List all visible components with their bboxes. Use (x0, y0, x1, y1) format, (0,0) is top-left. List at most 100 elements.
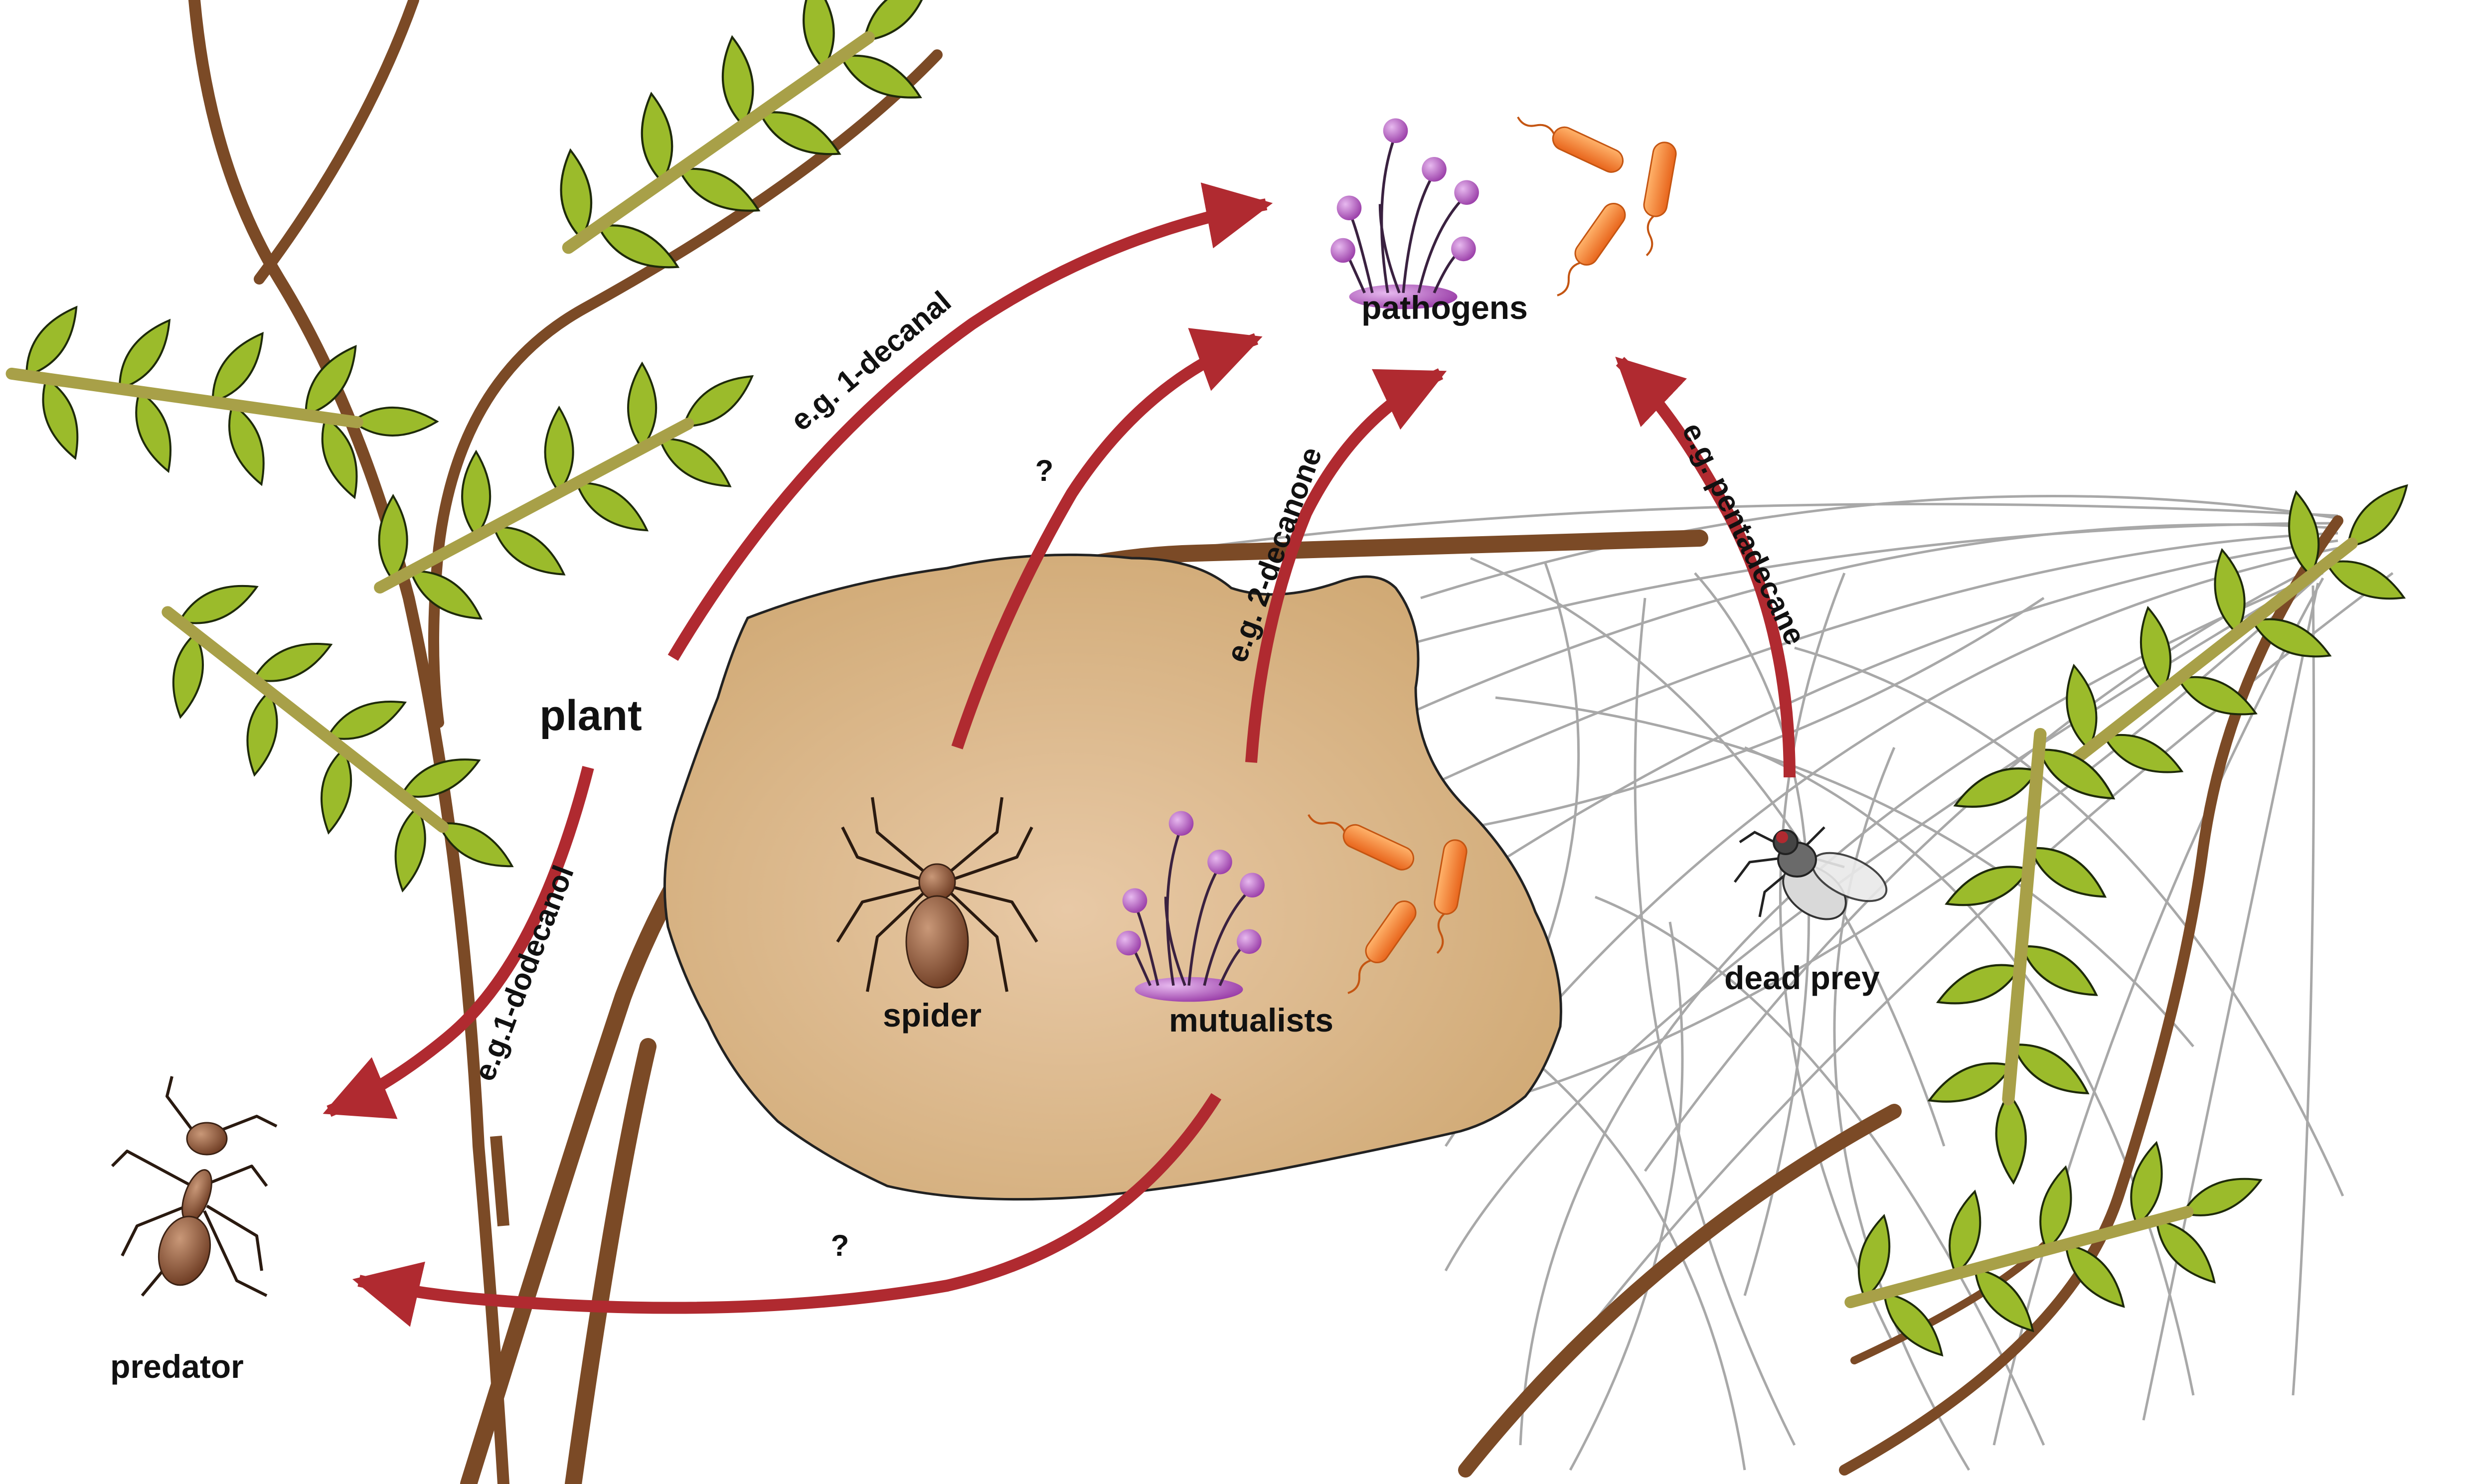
leaf (2130, 1141, 2163, 1227)
leaf (2251, 618, 2332, 658)
leaf (863, 0, 931, 42)
leaf (1936, 964, 2022, 1005)
leaf (682, 375, 754, 428)
fungus-mutualist-icon (1116, 811, 1265, 1002)
arrow-plant-to-pathogens (667, 182, 1273, 661)
spider-label: spider (883, 997, 982, 1034)
leaf (228, 403, 265, 486)
leaf-stem (162, 606, 449, 833)
leaf (400, 758, 481, 798)
leaf (2020, 945, 2098, 996)
leaf (2037, 748, 2116, 800)
fungus-pathogen-icon (1330, 118, 1479, 309)
leaf (321, 747, 352, 835)
leaf (2066, 663, 2098, 751)
leaf (721, 35, 754, 128)
leaf (394, 805, 426, 892)
leaf (803, 0, 835, 71)
leaf (2176, 676, 2258, 716)
leaf (321, 416, 358, 499)
leaf-stem (5, 367, 363, 429)
leaf (1974, 1267, 2034, 1333)
leaf (1945, 866, 2030, 906)
leaf (2214, 548, 2246, 635)
arrow-crossing-gaps (490, 1136, 509, 1226)
leaf (350, 406, 439, 437)
leaf (2103, 734, 2184, 773)
leaf (437, 822, 514, 868)
leaf (1927, 1062, 2013, 1103)
leaf (658, 438, 732, 487)
leaf (461, 449, 492, 538)
leaf (25, 305, 78, 377)
leaf-stem (2002, 728, 2047, 1106)
leaf (2028, 847, 2107, 898)
leaf (252, 642, 333, 682)
bacteria-mutualist-icon (1308, 814, 1468, 994)
leaf-sprig (2066, 484, 2408, 773)
leaf (211, 331, 264, 404)
mutualists-label: mutualists (1169, 1002, 1333, 1039)
plant-label: plant (539, 692, 642, 740)
silk-retreat (663, 553, 1562, 1201)
leaf (305, 345, 357, 417)
edge-label-plant-to-predator: e.g.1-dodecanol (468, 861, 580, 1085)
leaf (326, 701, 407, 740)
leaf (2039, 1165, 2072, 1252)
leaf (2011, 1043, 2090, 1095)
leaf (2140, 605, 2172, 693)
leaf (172, 632, 204, 719)
leaf (2325, 560, 2406, 600)
branch-front (565, 1038, 657, 1484)
leaf (560, 148, 593, 241)
dead-prey-label: dead prey (1724, 959, 1880, 996)
leaf-sprig (162, 585, 514, 892)
leaf (544, 405, 574, 494)
leaf-sprigs (5, 0, 2408, 1357)
leaf (378, 494, 408, 583)
leaf-stem (374, 418, 694, 594)
leaf (1949, 1189, 1981, 1276)
edge-label-spider-to-pathogens: ? (1035, 454, 1054, 487)
leaf (1995, 1092, 2027, 1185)
leaf (1883, 1292, 1944, 1357)
predator-label: predator (110, 1348, 244, 1385)
leaf-stem (1844, 1206, 2194, 1309)
leaf-sprig (5, 305, 439, 499)
leaf (42, 377, 79, 460)
leaf (177, 585, 259, 624)
predator-ant-icon (111, 1076, 278, 1297)
arrow-mutualists-to-pathogens (1245, 368, 1447, 763)
leaf (2155, 1219, 2216, 1284)
leaf (677, 167, 761, 212)
leaf (1857, 1213, 1891, 1300)
leaf (2346, 484, 2408, 548)
leaf (492, 526, 566, 576)
pathogens-label: pathogens (1361, 289, 1528, 326)
leaf (758, 111, 841, 155)
leaf (246, 690, 278, 777)
arrow-plant-to-predator (323, 766, 594, 1119)
dead-prey-fly-icon (1734, 826, 1888, 920)
leaf (118, 318, 171, 391)
leaf-stem (562, 31, 875, 254)
bacteria-pathogen-icon (1517, 116, 1677, 297)
arrow-mutualists-to-predator (352, 1093, 1222, 1327)
leaf-sprig (374, 361, 754, 620)
leaf (627, 361, 658, 450)
leaf (2064, 1243, 2125, 1308)
leaf (2181, 1178, 2263, 1216)
edge-label-mutualists-to-predator: ? (831, 1229, 849, 1262)
chemical-arrows (323, 182, 1796, 1327)
leaf (839, 54, 922, 99)
leaf-sprig (1844, 1141, 2263, 1357)
leaf (641, 91, 673, 184)
leaf (409, 570, 483, 620)
leaf (135, 390, 172, 473)
spider-icon (836, 797, 1038, 992)
arrow-spider-to-pathogens (951, 328, 1263, 749)
leaf-stem (2071, 537, 2358, 764)
leaf-sprig (1927, 728, 2116, 1185)
